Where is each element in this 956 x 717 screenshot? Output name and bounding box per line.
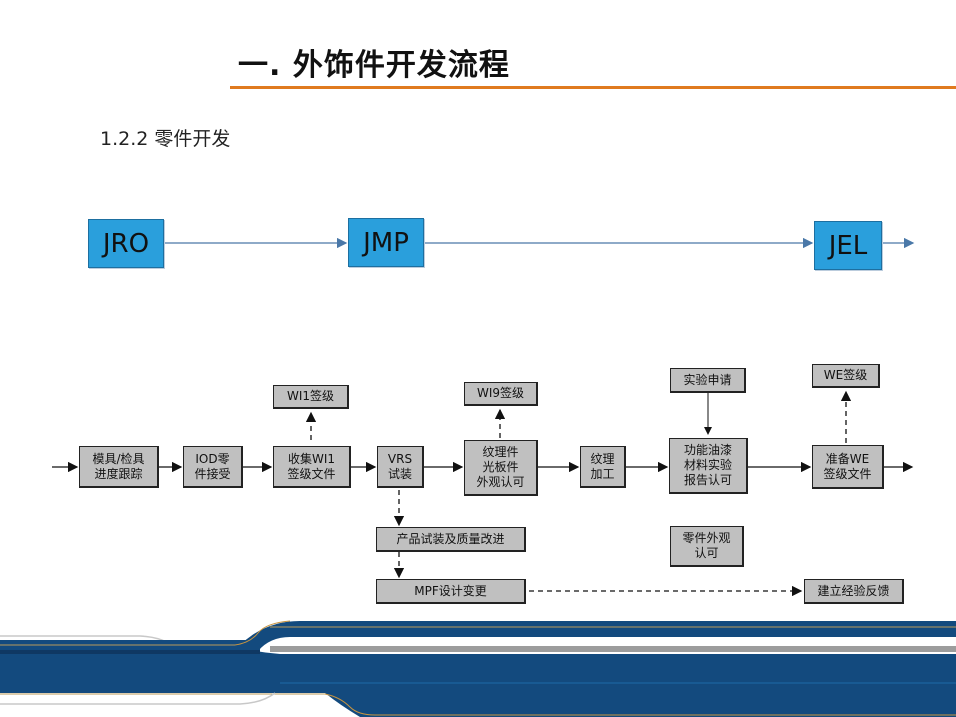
milestone-jmp: JMP [348, 218, 424, 267]
page-title: 一. 外饰件开发流程 [238, 48, 510, 83]
footer-grey-stripe [270, 646, 956, 652]
we-signoff: WE签级 [812, 364, 880, 388]
footer-band-shadow [0, 650, 260, 654]
step-prepare-we: 准备WE 签级文件 [812, 445, 884, 489]
footer-decoration [0, 620, 956, 717]
title-underline [230, 86, 956, 89]
experience-feedback: 建立经验反馈 [804, 579, 904, 604]
part-appearance-approval: 零件外观 认可 [670, 526, 744, 567]
footer-gold-curve [234, 620, 291, 646]
trial-fitting-quality: 产品试装及质量改进 [376, 527, 526, 552]
footer-grey-line-bottom [0, 692, 276, 705]
wi9-signoff: WI9签级 [464, 382, 538, 406]
step-vrs-fitting: VRS 试装 [377, 446, 424, 488]
wi1-signoff: WI1签级 [273, 385, 349, 409]
mpf-design-change: MPF设计变更 [376, 579, 526, 604]
footer-band-upper-right [240, 621, 956, 651]
step-iod-receive: IOD零 件接受 [183, 446, 243, 488]
step-paint-test-approval: 功能油漆 材料实验 报告认可 [669, 438, 748, 494]
section-subtitle: 1.2.2 零件开发 [100, 128, 231, 150]
step-texture-approval: 纹理件 光板件 外观认可 [464, 440, 538, 496]
step-mold-progress: 模具/检具 进度跟踪 [79, 446, 159, 488]
step-texture-processing: 纹理 加工 [580, 446, 626, 488]
milestone-jel: JEL [814, 221, 882, 270]
step-collect-wi1: 收集WI1 签级文件 [273, 446, 351, 488]
test-request: 实验申请 [670, 368, 746, 393]
footer-gold-curve-bottom [324, 693, 956, 716]
milestone-jro: JRO [88, 219, 164, 268]
